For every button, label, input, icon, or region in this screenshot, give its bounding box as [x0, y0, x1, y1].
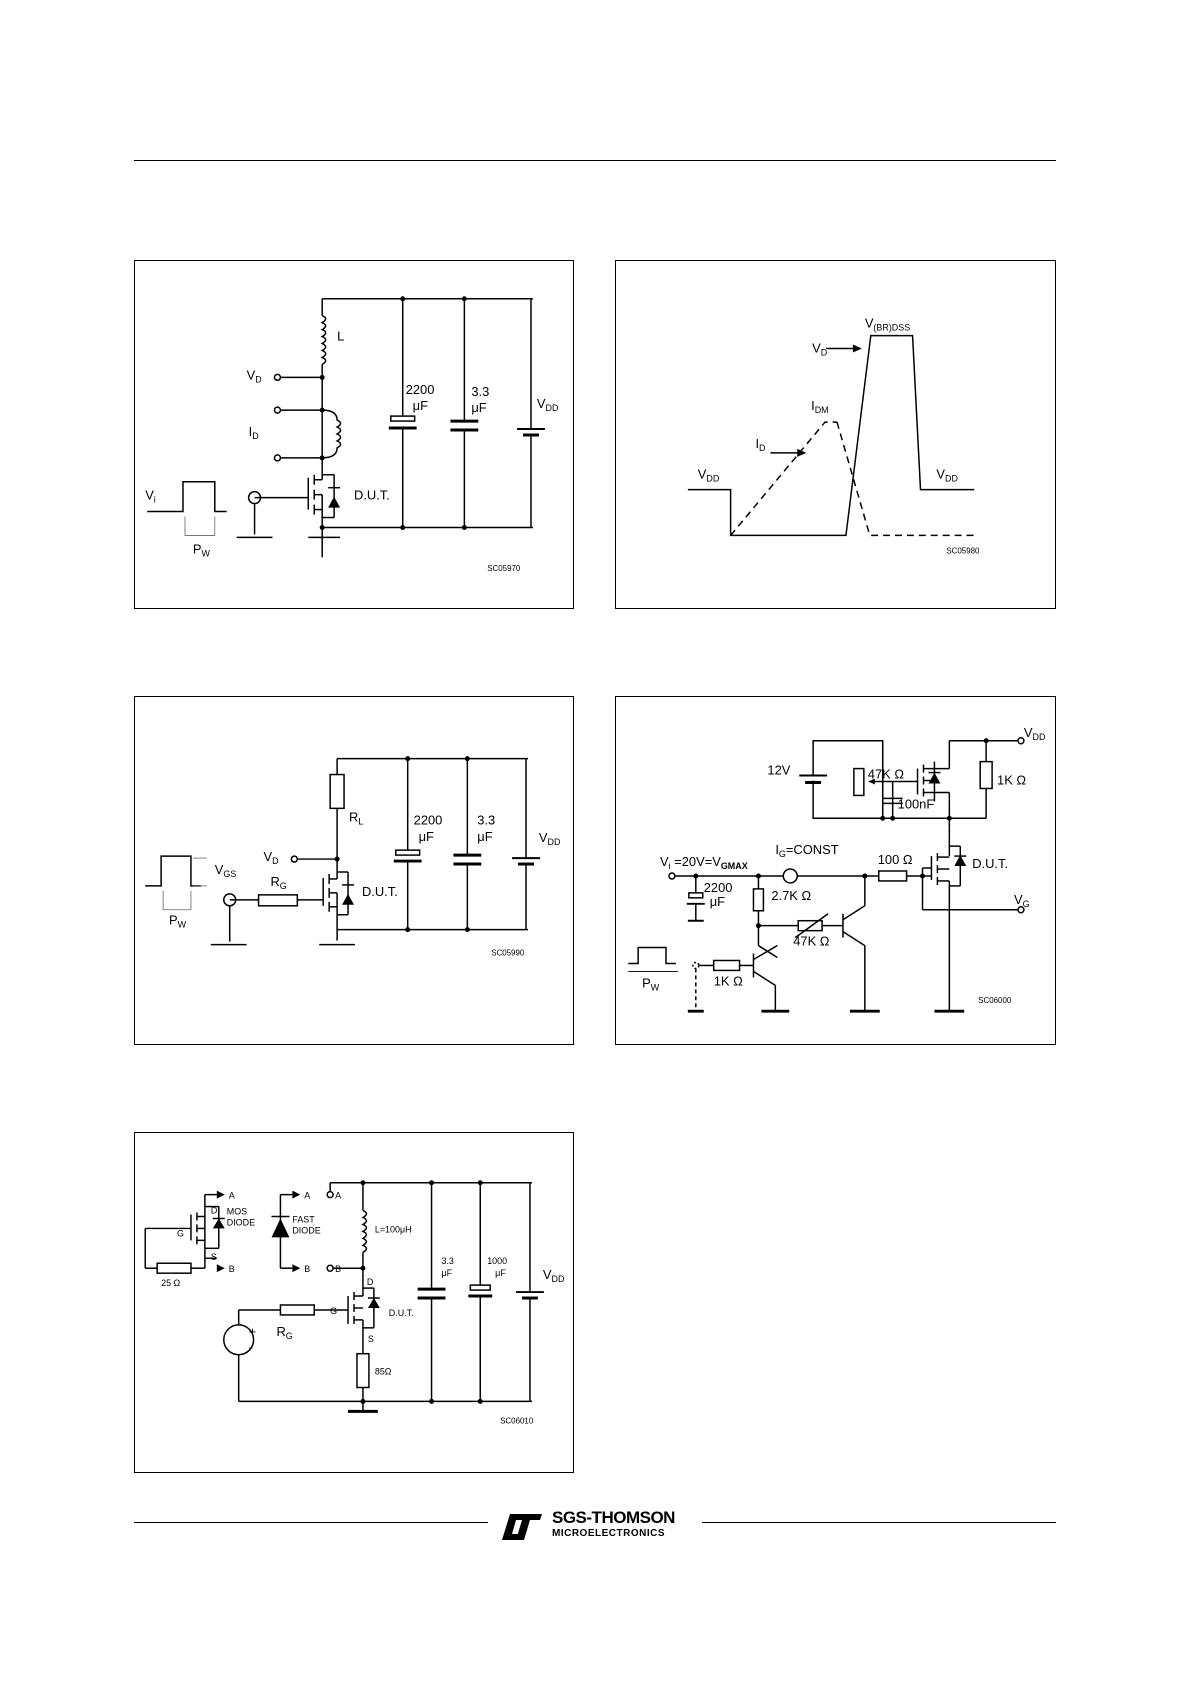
fig5-label-S2: S [368, 1334, 374, 1344]
fig1-figure-code: SC05970 [487, 564, 521, 573]
fig2-figure-code: SC05980 [946, 546, 980, 555]
footer-rule-left [134, 1522, 488, 1523]
fig1-label-L: L [337, 329, 344, 344]
fig1-cap1-unit: μF [413, 398, 428, 413]
fig2-label-IDM: IDM [811, 398, 829, 415]
fig5-label-minus: - [249, 1340, 253, 1355]
fig3-cap1-unit: μF [419, 829, 434, 844]
fig5-label-dut: D.U.T. [389, 1308, 414, 1318]
fig4-label-100nF: 100nF [898, 796, 935, 811]
fig4-label-IG: IG=CONST [775, 842, 838, 859]
fig3-cap2-value: 3.3 [477, 812, 495, 827]
st-logo-icon [502, 1514, 542, 1540]
fig5-label-fast: FAST [292, 1214, 315, 1224]
fig2-label-VBR: V(BR)DSS [865, 316, 910, 333]
fig5-label-L: L=100μH [375, 1224, 412, 1234]
fig5-label-mos-diode: DIODE [227, 1217, 255, 1227]
header-rule [134, 160, 1056, 161]
fig4-label-47K-var: 47K Ω [793, 934, 830, 949]
fig4-label-1K-top: 1K Ω [997, 772, 1026, 787]
fig4-cap-value: 2200 [704, 880, 733, 895]
fig5-label-VDD: VDD [543, 1267, 565, 1284]
fig1-label-VDD: VDD [537, 396, 559, 413]
fig3-cap1-value: 2200 [414, 812, 443, 827]
fig1-cap2-unit: μF [471, 400, 486, 415]
fig3-switching-times-circuit: RL 2200 μF 3.3 μF VDD VGS VD RG D.U.T. P… [134, 696, 574, 1045]
fig5-label-25ohm: 25 Ω [161, 1278, 180, 1288]
fig4-label-VDD: VDD [1024, 725, 1046, 742]
fig5-label-RG: RG [276, 1324, 292, 1341]
fig5-label-G2: G [330, 1306, 337, 1316]
fig5-label-plus: + [249, 1324, 257, 1339]
fig5-figure-code: SC06010 [500, 1416, 534, 1425]
footer-rule-right [702, 1522, 1056, 1523]
fig5-label-S1: S [211, 1252, 217, 1262]
fig4-label-47K-pot: 47K Ω [868, 767, 905, 782]
fig2-waveform: V(BR)DSS VD IDM ID VDD VDD SC05980 [687, 316, 980, 555]
st-logo: SGS-THOMSON MICROELECTRONICS [496, 1506, 696, 1546]
fig2-label-ID: ID [755, 436, 766, 453]
fig2-label-VDD-left: VDD [698, 467, 720, 484]
fig5-cap2-value: 1000 [487, 1256, 507, 1266]
fig3-label-RL: RL [349, 809, 363, 826]
brand-subtitle: MICROELECTRONICS [552, 1528, 665, 1539]
fig3-label-VGS: VGS [215, 862, 237, 879]
fig4-label-2.7K: 2.7K Ω [771, 888, 811, 903]
fig5-label-B3: B [335, 1264, 341, 1274]
fig4-label-100ohm: 100 Ω [878, 852, 913, 867]
fig5-cap2-unit: μF [495, 1268, 506, 1278]
fig5-cap1-value: 3.3 [441, 1256, 453, 1266]
fig1-label-VD: VD [247, 367, 263, 384]
fig1-label-Vi: Vi [145, 488, 156, 505]
fig5-label-G1: G [177, 1228, 184, 1238]
fig4-schematic: 12V 47K Ω 100nF 1K Ω VDD Vi =20V=VGMAX I… [628, 725, 1046, 1013]
fig5-label-mos: MOS [227, 1207, 247, 1217]
fig5-label-D1: D [211, 1206, 218, 1216]
fig3-schematic: RL 2200 μF 3.3 μF VDD VGS VD RG D.U.T. P… [145, 756, 561, 958]
fig1-schematic: L VD ID 2200 μF 3.3 μF VDD Vi PW D.U.T. … [145, 296, 559, 573]
fig5-label-85ohm: 85Ω [375, 1367, 392, 1377]
fig5-label-B1: B [229, 1264, 235, 1274]
fig1-cap2-value: 3.3 [471, 384, 489, 399]
fig4-label-PW: PW [642, 975, 660, 992]
fig2-unclamped-inductive-waveform: V(BR)DSS VD IDM ID VDD VDD SC05980 [615, 260, 1056, 609]
fig1-cap1-value: 2200 [406, 382, 435, 397]
fig4-label-VG: VG [1014, 892, 1030, 909]
fig3-cap2-unit: μF [477, 829, 492, 844]
brand-name: SGS-THOMSON [552, 1508, 675, 1527]
fig5-label-A3: A [335, 1191, 341, 1201]
fig1-label-dut: D.U.T. [354, 488, 390, 503]
fig5-label-B2: B [304, 1264, 310, 1274]
fig3-label-PW: PW [169, 913, 187, 930]
fig2-label-VDD-right: VDD [936, 467, 958, 484]
fig4-label-Vi: Vi =20V=VGMAX [660, 854, 748, 871]
fig3-label-VD: VD [264, 849, 280, 866]
fig5-label-A2: A [304, 1191, 310, 1201]
fig1-label-ID: ID [249, 424, 260, 441]
fig3-figure-code: SC05990 [491, 949, 525, 958]
fig5-label-D2: D [367, 1277, 374, 1287]
fig4-label-dut: D.U.T. [972, 856, 1008, 871]
fig1-unclamped-inductive-load-circuit: L VD ID 2200 μF 3.3 μF VDD Vi PW D.U.T. … [134, 260, 574, 609]
fig5-cap1-unit: μF [441, 1268, 452, 1278]
fig5-label-A1: A [229, 1191, 235, 1201]
fig4-gate-charge-circuit: 12V 47K Ω 100nF 1K Ω VDD Vi =20V=VGMAX I… [615, 696, 1056, 1045]
fig4-cap-unit: μF [710, 894, 725, 909]
fig4-figure-code: SC06000 [978, 996, 1012, 1005]
fig3-label-dut: D.U.T. [362, 884, 398, 899]
fig4-label-1K: 1K Ω [714, 973, 743, 988]
fig5-schematic: A D MOS DIODE G S B 25 Ω A FAST DIODE B … [144, 1180, 565, 1425]
fig3-label-VDD: VDD [539, 830, 561, 847]
fig2-label-VD: VD [812, 340, 828, 357]
fig1-label-PW: PW [193, 541, 211, 558]
fig5-diode-recovery-circuit: A D MOS DIODE G S B 25 Ω A FAST DIODE B … [134, 1132, 574, 1473]
fig4-label-12V: 12V [767, 763, 790, 778]
fig3-label-RG: RG [270, 874, 286, 891]
fig5-label-fast-diode: DIODE [292, 1225, 320, 1235]
